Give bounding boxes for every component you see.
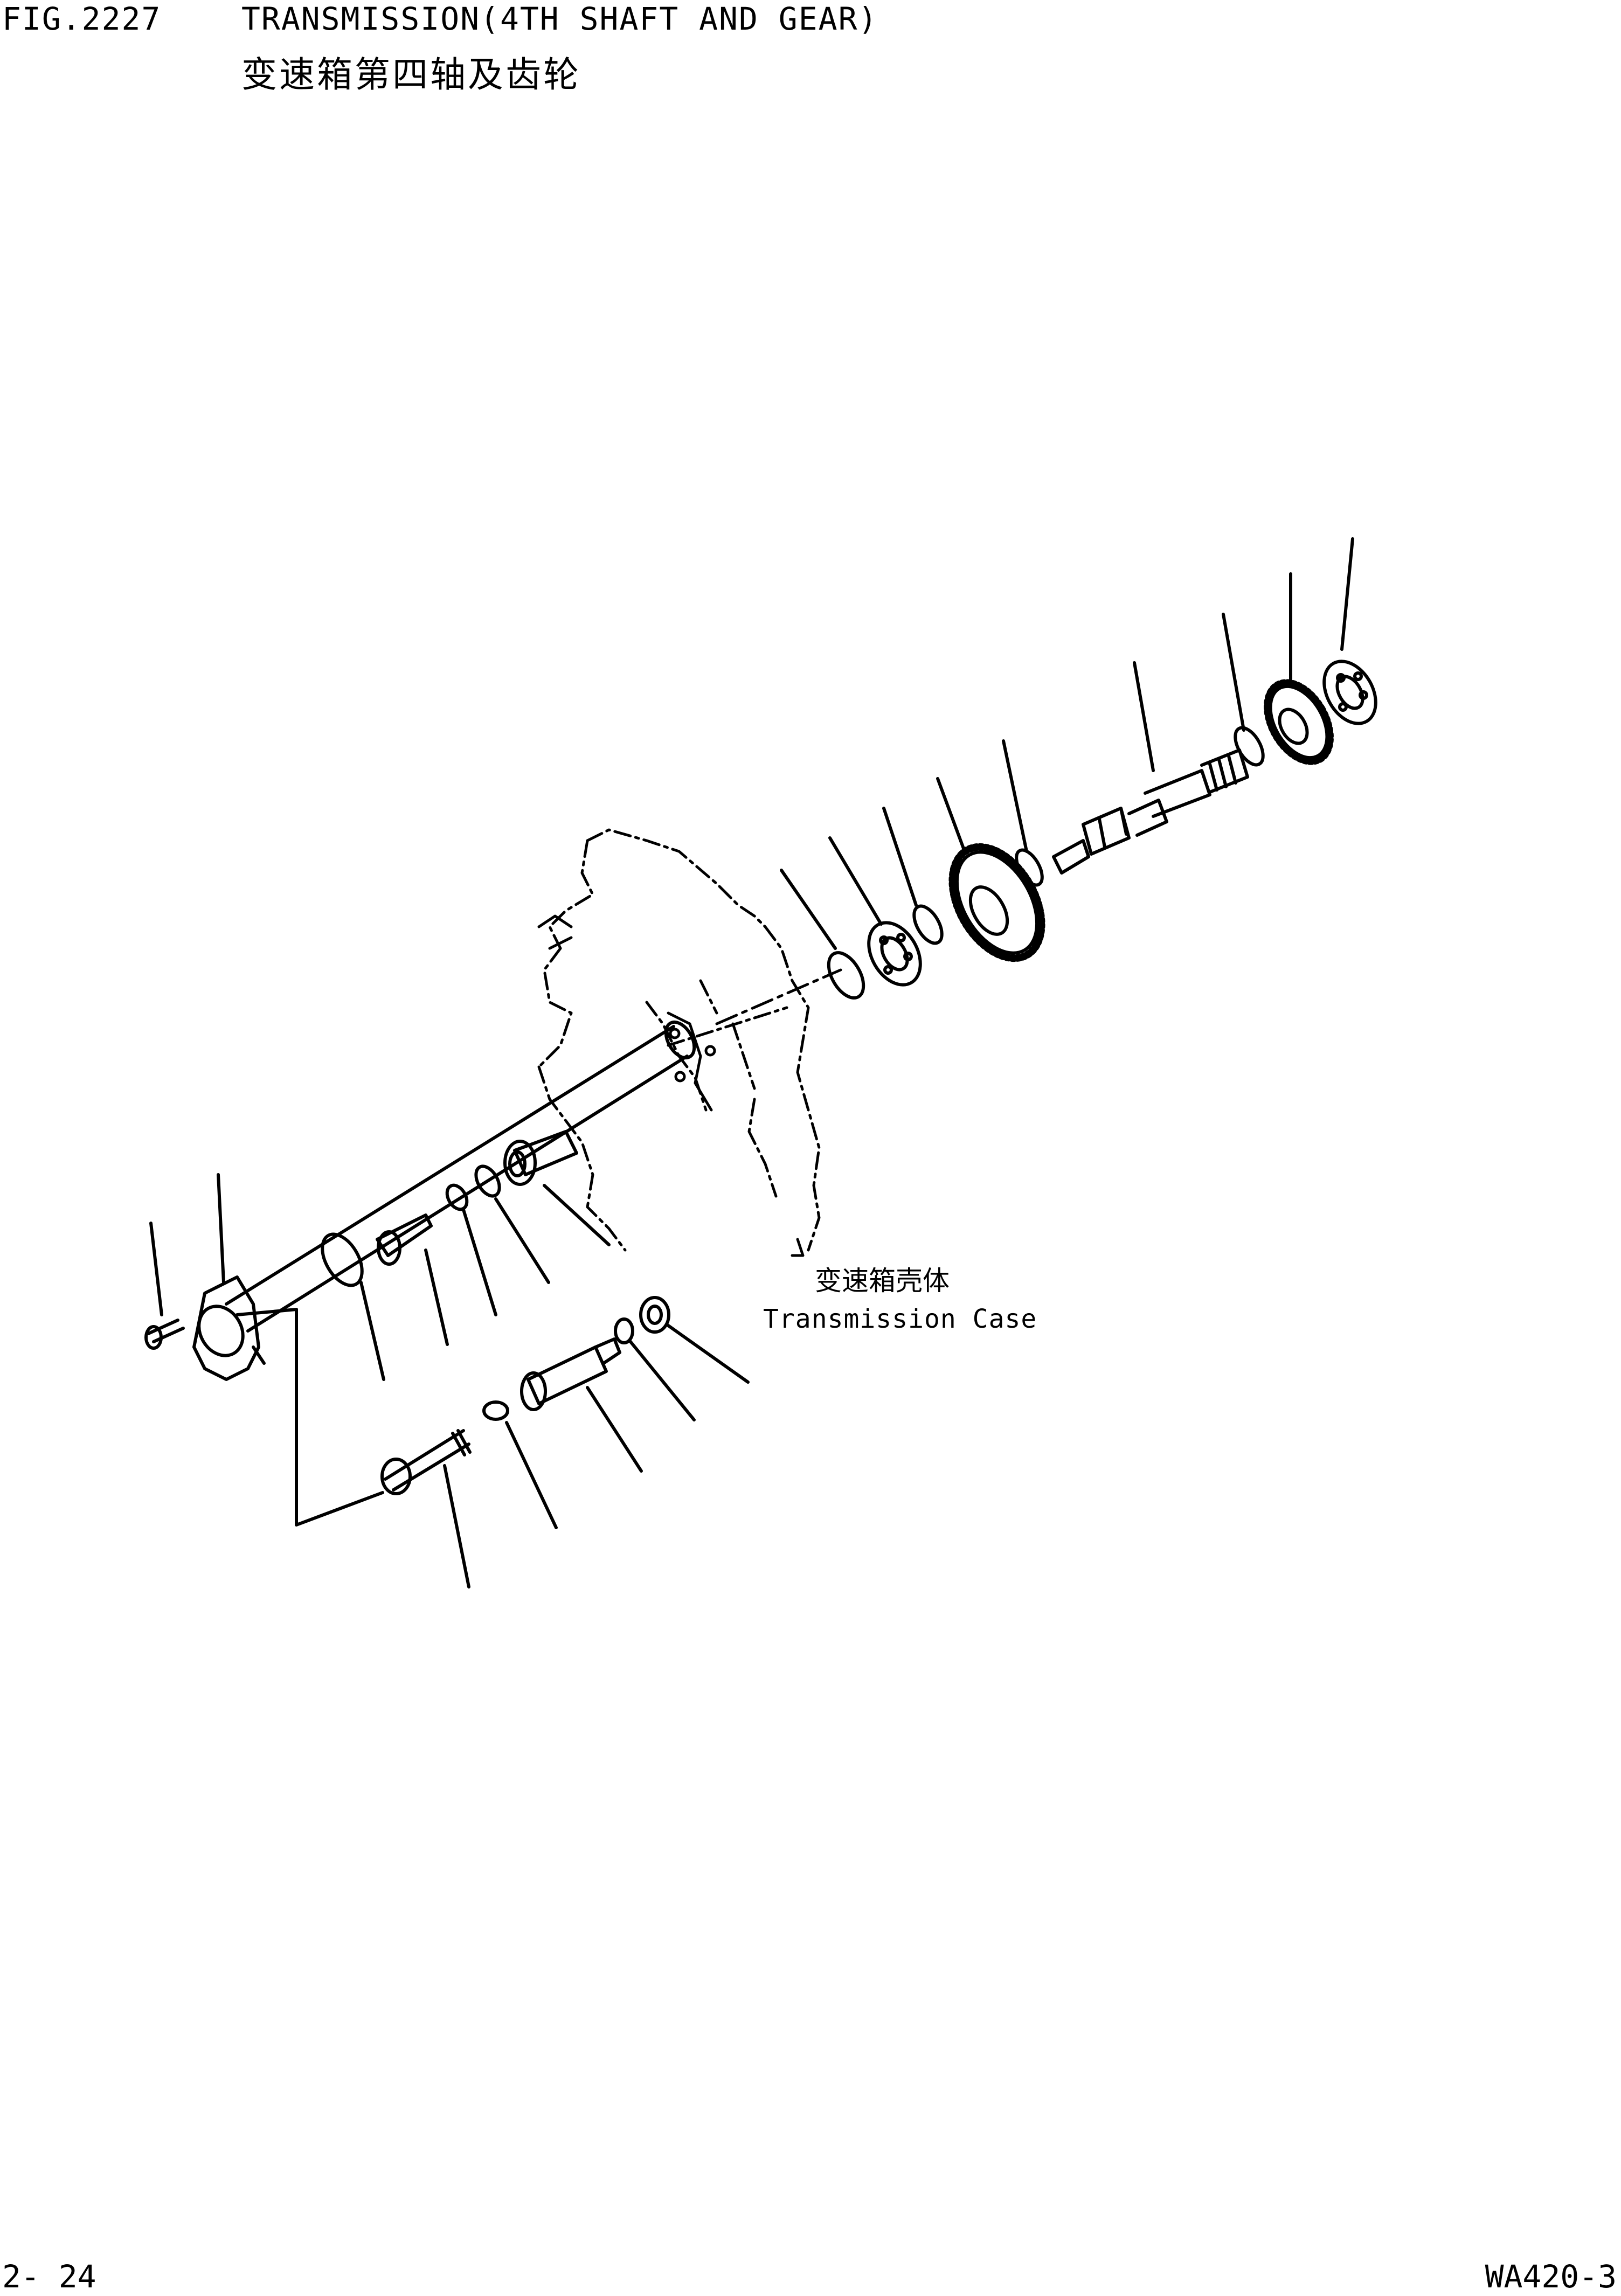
cover-bolt <box>144 1319 185 1350</box>
model-number: WA420-3 <box>1485 2258 1617 2295</box>
leader-lines <box>149 537 1354 1589</box>
case-label-english: Transmission Case <box>763 1304 1037 1334</box>
fourth-gear <box>948 843 1045 962</box>
figure-title-english: TRANSMISSION(4TH SHAFT AND GEAR) <box>241 1 878 37</box>
assembly-centerline <box>715 968 842 1025</box>
lower-ring-small <box>614 1317 634 1344</box>
bearing-front <box>867 921 922 987</box>
snap-ring-rear <box>1234 726 1265 767</box>
figure-number: FIG.2227 <box>2 1 162 37</box>
snap-ring-gear <box>1015 848 1044 887</box>
fourth-shaft <box>1052 748 1249 875</box>
snap-ring-mid <box>912 904 944 945</box>
washer-small <box>445 1183 469 1211</box>
snap-ring-outer <box>827 951 865 1000</box>
page-number: 2- 24 <box>2 2258 96 2295</box>
pipe-fitting <box>503 1130 578 1186</box>
stud-bolt <box>380 1429 472 1495</box>
case-mounting-detail <box>537 914 805 1257</box>
snap-ring-small <box>474 1164 501 1198</box>
lower-shaft-pin <box>520 1337 621 1411</box>
transmission-case-outline <box>537 828 821 1252</box>
o-ring <box>321 1232 364 1287</box>
sleeve-tube <box>225 1020 696 1333</box>
flange-bolt <box>376 1213 433 1266</box>
bracket-line <box>235 1308 384 1527</box>
case-label-chinese: 变速箱壳体 <box>815 1265 950 1296</box>
rear-hub-gear <box>1264 679 1334 765</box>
figure-title-chinese: 变速箱第四轴及齿轮 <box>241 54 581 95</box>
lower-washer <box>482 1400 509 1421</box>
bearing-rear <box>1322 660 1377 725</box>
lower-nut <box>639 1296 670 1334</box>
